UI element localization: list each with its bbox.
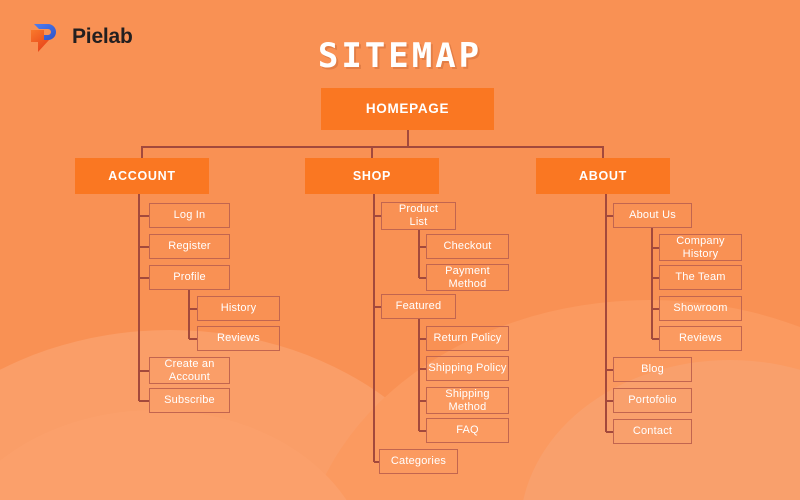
connector-elbow <box>139 370 149 372</box>
connector-elbow <box>652 308 659 310</box>
connector-elbow <box>419 368 426 370</box>
node-label: Checkout <box>443 240 492 253</box>
node-about-us[interactable]: About Us <box>613 203 692 228</box>
connector-elbow <box>652 277 659 279</box>
node-shipping-policy[interactable]: Shipping Policy <box>426 356 509 381</box>
connector-spine <box>651 228 653 339</box>
node-reviews[interactable]: Reviews <box>197 326 280 351</box>
connector-elbow <box>606 215 613 217</box>
node-showroom[interactable]: Showroom <box>659 296 742 321</box>
page-title: SITEMAP <box>317 36 483 76</box>
connector-elbow <box>419 246 426 248</box>
connector-spine <box>418 319 420 431</box>
node-label: Subscribe <box>164 394 215 407</box>
connector-elbow <box>419 430 426 432</box>
connector-elbow <box>606 431 613 433</box>
node-about[interactable]: ABOUT <box>536 158 670 194</box>
node-label: Profile <box>173 271 206 284</box>
node-label: Log In <box>173 209 206 222</box>
connector-elbow <box>374 215 381 217</box>
connector-elbow <box>189 308 197 310</box>
connector-elbow <box>374 461 379 463</box>
node-return-policy[interactable]: Return Policy <box>426 326 509 351</box>
node-label: Product List <box>398 203 439 228</box>
connector-spine <box>605 194 607 432</box>
brand-name: Pielab <box>72 25 133 48</box>
connector-branch-drop <box>602 146 604 158</box>
node-history[interactable]: History <box>197 296 280 321</box>
node-subscribe[interactable]: Subscribe <box>149 388 230 413</box>
node-profile[interactable]: Profile <box>149 265 230 290</box>
node-faq[interactable]: FAQ <box>426 418 509 443</box>
node-label: Create an Account <box>164 357 215 383</box>
connector-elbow <box>652 247 659 249</box>
node-label: SHOP <box>352 168 392 183</box>
node-label: Shipping Policy <box>428 362 507 375</box>
node-portofolio[interactable]: Portofolio <box>613 388 692 413</box>
connector-branch-drop <box>141 146 143 158</box>
node-label: FAQ <box>456 424 479 437</box>
connector-elbow <box>606 369 613 371</box>
node-featured[interactable]: Featured <box>381 294 456 319</box>
connector-elbow <box>139 246 149 248</box>
node-reviews[interactable]: Reviews <box>659 326 742 351</box>
node-label: The Team <box>675 271 726 284</box>
node-homepage[interactable]: HOMEPAGE <box>321 88 494 130</box>
brand-logo: Pielab <box>25 18 133 56</box>
node-label: Payment Method <box>445 264 490 290</box>
connector-root-stem <box>407 130 409 146</box>
node-label: Shipping Method <box>445 387 490 413</box>
node-label: About Us <box>629 209 676 222</box>
connector-elbow <box>419 400 426 402</box>
node-label: History <box>220 302 257 315</box>
connector-spine <box>188 290 190 339</box>
node-shop[interactable]: SHOP <box>305 158 439 194</box>
node-log-in[interactable]: Log In <box>149 203 230 228</box>
connector-elbow <box>652 338 659 340</box>
node-label: Return Policy <box>433 332 502 345</box>
node-label: Categories <box>390 455 447 468</box>
node-payment-method[interactable]: Payment Method <box>426 264 509 291</box>
pielab-logo-icon <box>25 18 63 56</box>
connector-elbow <box>139 277 149 279</box>
node-label: Blog <box>641 363 664 376</box>
connector-branch-drop <box>371 146 373 158</box>
node-label: ACCOUNT <box>108 168 176 183</box>
connector-spine <box>373 194 375 462</box>
node-product-list[interactable]: Product List <box>381 202 456 230</box>
background-blob <box>0 410 370 500</box>
node-blog[interactable]: Blog <box>613 357 692 382</box>
node-shipping-method[interactable]: Shipping Method <box>426 387 509 414</box>
node-label: Register <box>168 240 211 253</box>
node-create-an-account[interactable]: Create an Account <box>149 357 230 384</box>
node-label: ABOUT <box>579 168 627 183</box>
connector-elbow <box>189 338 197 340</box>
connector-elbow <box>374 306 381 308</box>
connector-elbow <box>419 338 426 340</box>
node-account[interactable]: ACCOUNT <box>75 158 209 194</box>
connector-elbow <box>139 215 149 217</box>
connector-spine <box>138 194 140 401</box>
node-label: Portofolio <box>628 394 677 407</box>
connector-spine <box>418 230 420 278</box>
node-checkout[interactable]: Checkout <box>426 234 509 259</box>
background-blob <box>0 330 490 500</box>
connector-elbow <box>139 400 149 402</box>
node-label: Company History <box>676 234 725 260</box>
node-register[interactable]: Register <box>149 234 230 259</box>
node-label: HOMEPAGE <box>365 101 450 117</box>
node-label: Reviews <box>679 332 722 345</box>
node-the-team[interactable]: The Team <box>659 265 742 290</box>
node-company-history[interactable]: Company History <box>659 234 742 261</box>
node-categories[interactable]: Categories <box>379 449 458 474</box>
node-label: Contact <box>632 425 673 438</box>
connector-elbow <box>606 400 613 402</box>
node-contact[interactable]: Contact <box>613 419 692 444</box>
node-label: Reviews <box>217 332 260 345</box>
connector-elbow <box>419 277 426 279</box>
node-label: Showroom <box>673 302 728 315</box>
node-label: Featured <box>395 300 442 313</box>
